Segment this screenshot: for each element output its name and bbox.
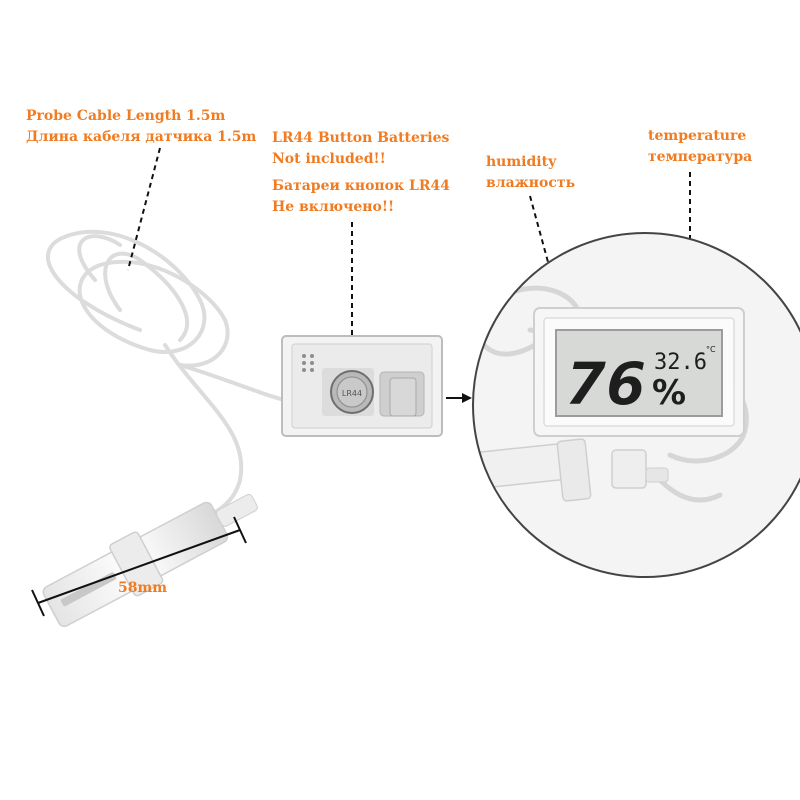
temperature-unit: °C	[706, 345, 716, 354]
humidity-unit: %	[652, 373, 686, 413]
humidity-reading: 76	[566, 350, 646, 418]
probe-cable-label: Probe Cable Length 1.5m Длина кабеля дат…	[26, 108, 257, 145]
probe-length-dimension-line	[37, 529, 241, 604]
probe-length-label: 58mm	[118, 580, 167, 596]
temperature-label: temperature температура	[648, 128, 753, 165]
probe-sensor	[42, 493, 258, 628]
temperature-reading: 32.6	[654, 350, 707, 375]
device-front	[533, 307, 745, 437]
zoom-arrow-icon	[446, 393, 472, 403]
battery-label: LR44 Button Batteries Not included!! Бат…	[272, 130, 450, 215]
battery-cover-tab	[389, 377, 417, 417]
vent-dots	[302, 354, 314, 372]
zoom-probe	[473, 438, 669, 502]
battery-coin-icon: LR44	[330, 370, 374, 414]
zoom-circle	[472, 232, 800, 578]
probe-cable-leader-line	[127, 147, 161, 271]
humidity-label: humidity влажность	[486, 154, 576, 191]
lcd-screen	[555, 329, 723, 417]
battery-marking: LR44	[342, 389, 362, 398]
coiled-cable	[46, 229, 294, 517]
